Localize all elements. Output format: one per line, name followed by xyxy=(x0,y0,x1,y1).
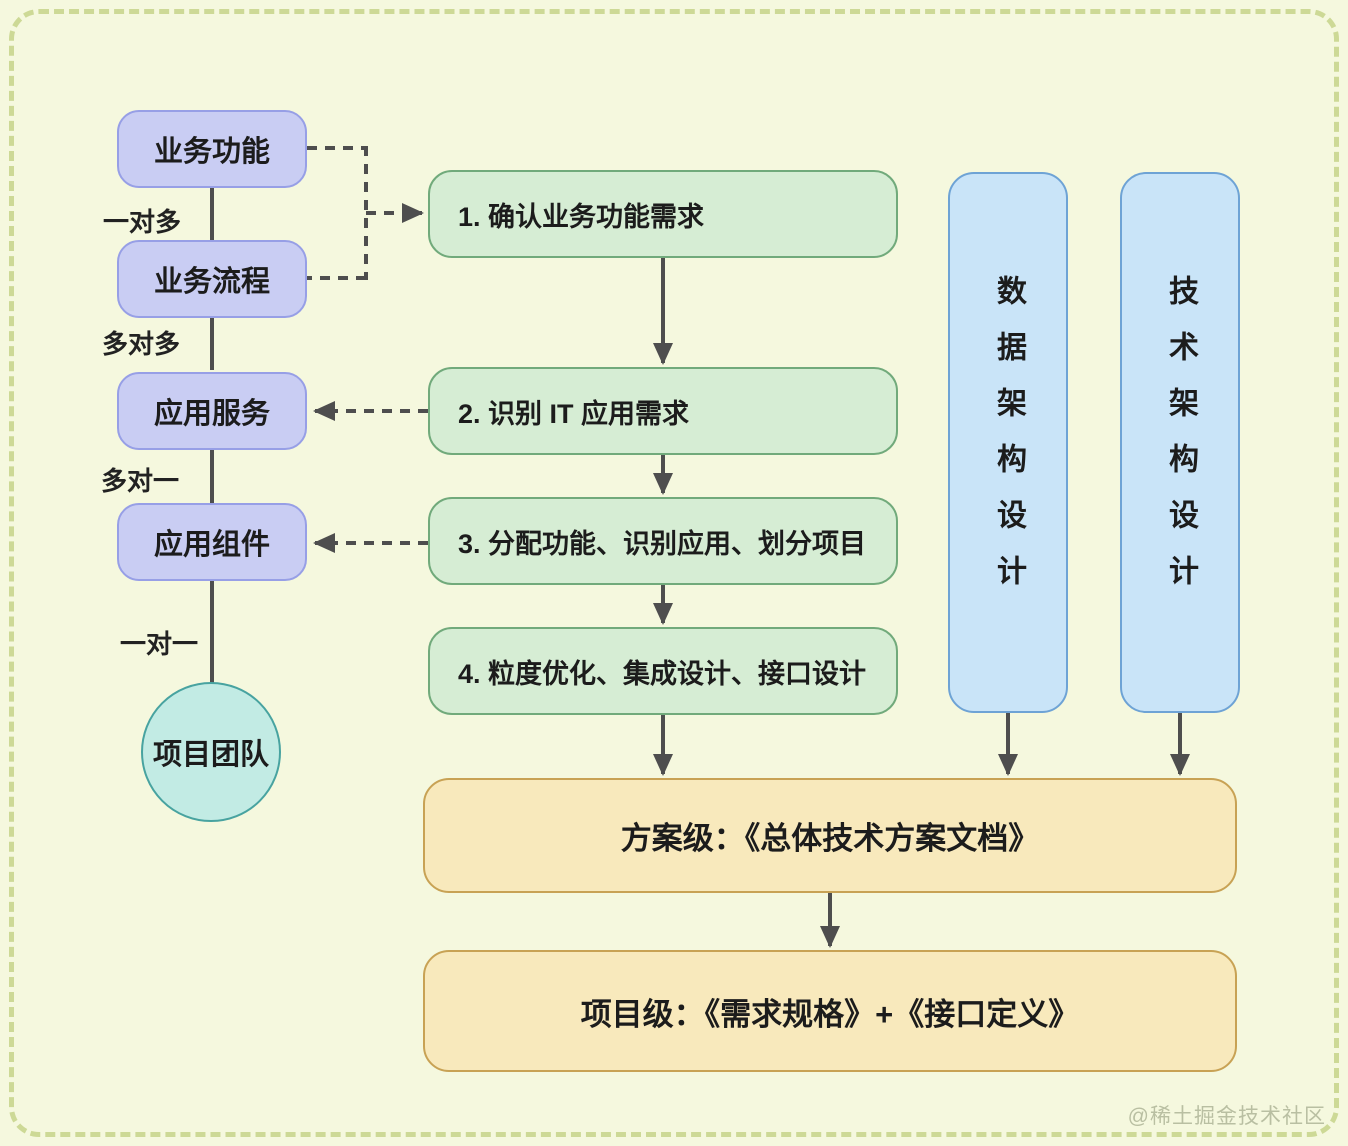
node-application-component: 应用组件 xyxy=(117,503,307,581)
edge-label-many-to-one: 多对一 xyxy=(100,466,179,496)
pillar-technical-architecture-design: 技术架构设计 xyxy=(1120,172,1240,713)
edge-label-one-to-one: 一对一 xyxy=(119,629,198,659)
pillar-technical-architecture-label: 技术架构设计 xyxy=(1164,274,1197,611)
watermark-juejin-community: @稀土掘金技术社区 xyxy=(1127,1105,1326,1128)
node-application-service: 应用服务 xyxy=(117,372,307,450)
step-1-confirm-business-requirements: 1. 确认业务功能需求 xyxy=(428,170,898,258)
pillar-data-architecture-label: 数据架构设计 xyxy=(992,274,1025,611)
node-business-process: 业务流程 xyxy=(117,240,307,318)
step-4-granularity-integration-interface-design: 4. 粒度优化、集成设计、接口设计 xyxy=(428,627,898,715)
step-2-identify-it-application-requirements: 2. 识别 IT 应用需求 xyxy=(428,367,898,455)
pillar-data-architecture-design: 数据架构设计 xyxy=(948,172,1068,713)
dashed-connectors xyxy=(307,146,428,553)
edge-label-many-to-many: 多对多 xyxy=(101,329,180,359)
solid-arrows xyxy=(653,258,1190,948)
output-solution-level-document: 方案级：《总体技术方案文档》 xyxy=(423,778,1237,893)
node-project-team: 项目团队 xyxy=(141,682,281,822)
node-business-function: 业务功能 xyxy=(117,110,307,188)
output-project-level-documents: 项目级：《需求规格》+《接口定义》 xyxy=(423,950,1237,1072)
step-3-assign-functions-identify-apps-split-projects: 3. 分配功能、识别应用、划分项目 xyxy=(428,497,898,585)
edge-label-one-to-many: 一对多 xyxy=(102,207,181,237)
